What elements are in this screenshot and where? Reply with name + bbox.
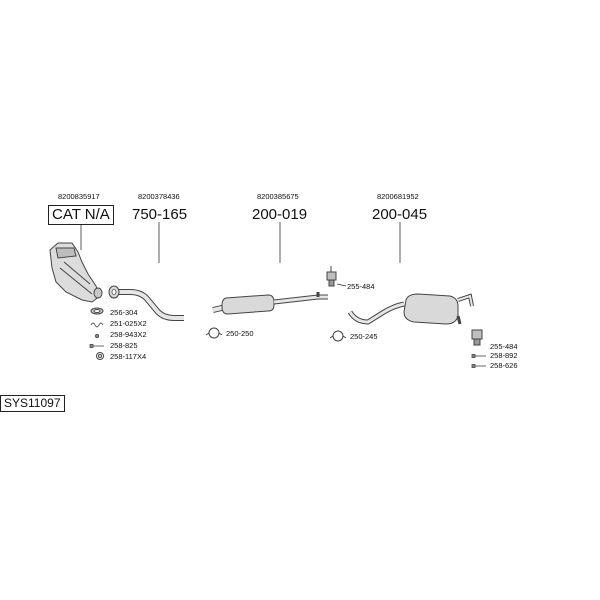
- bolt-icon: [89, 344, 104, 348]
- fitting-label-rear-bolt-2: 258-626: [490, 361, 518, 370]
- part-label-750-165: 750-165: [132, 206, 188, 223]
- oem-number-cat: 8200835917: [58, 192, 100, 201]
- clamp-label-250-250: 250-250: [226, 329, 254, 338]
- part-label-cat: CAT N/A: [48, 205, 114, 225]
- bolt-icon-258-626: [471, 364, 486, 368]
- oem-number-750-165: 8200378436: [138, 192, 180, 201]
- part-label-200-045: 200-045: [372, 206, 428, 223]
- catalytic-converter: [49, 242, 103, 303]
- fitting-label-bolt: 258-825: [110, 341, 138, 350]
- hanger-label-mid: 255-484: [347, 282, 375, 291]
- rear-silencer: [347, 293, 474, 325]
- front-pipe: [108, 285, 184, 321]
- middle-silencer: [212, 292, 328, 315]
- oem-number-200-045: 8200681952: [377, 192, 419, 201]
- system-code: SYS11097: [0, 395, 65, 412]
- fitting-label-nut: 258-117X4: [110, 352, 147, 361]
- stud-icon: [95, 333, 100, 338]
- oem-number-200-019: 8200385675: [257, 192, 299, 201]
- fitting-label-stud: 258-943X2: [110, 330, 147, 339]
- part-label-200-019: 200-019: [252, 206, 308, 223]
- fitting-label-rear-bolt-1: 258-892: [490, 351, 518, 360]
- clamp-label-250-245: 250-245: [350, 332, 378, 341]
- rubber-hanger-icon: [326, 266, 337, 287]
- rubber-hanger-rear-icon: [471, 329, 483, 346]
- gasket-ring-icon: [90, 307, 104, 315]
- leader-line-hanger-mid: [336, 283, 347, 287]
- fitting-label-rear-hanger: 255-484: [490, 342, 518, 351]
- clamp-icon-250-250: [205, 327, 223, 339]
- spring-icon: [90, 322, 104, 328]
- fitting-label-gasket: 256-304: [110, 308, 138, 317]
- bolt-icon-258-892: [471, 354, 486, 358]
- clamp-icon-250-245: [329, 330, 347, 342]
- fitting-label-spring: 251-025X2: [110, 319, 147, 328]
- nut-ring-icon: [96, 352, 104, 360]
